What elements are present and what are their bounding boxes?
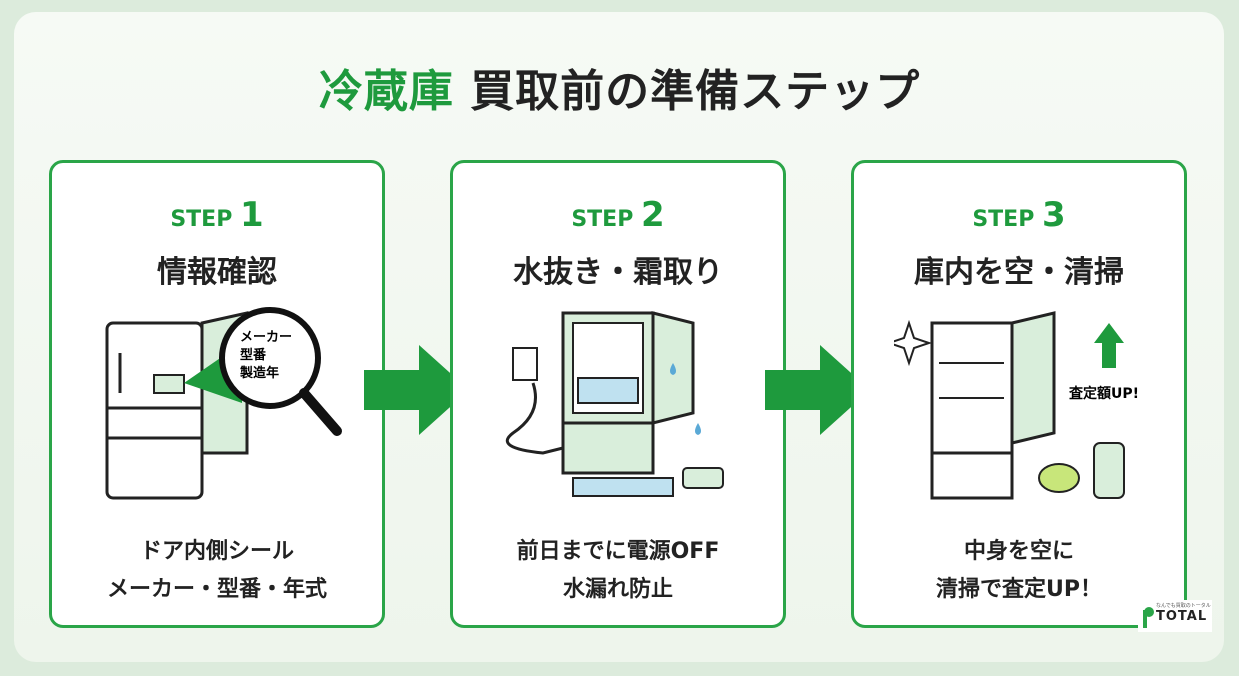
arrow-right-icon <box>765 345 870 435</box>
step-name: 水抜き・霜取り <box>513 255 723 290</box>
step-label: STEP 1 <box>170 195 264 235</box>
arrow-right-icon <box>364 345 469 435</box>
model-label: 型番 <box>240 347 267 363</box>
step-label: STEP 2 <box>571 195 665 235</box>
step-card-3: STEP 3 庫内を空・清掃 査定額UP! 中身を空に清掃で査定UP！ <box>851 160 1187 628</box>
step-name: 庫内を空・清掃 <box>914 255 1124 290</box>
logo-mark-icon <box>1143 607 1154 628</box>
step-label: STEP 3 <box>972 195 1066 235</box>
year-label: 製造年 <box>239 365 279 381</box>
step-description: ドア内側シールメーカー・型番・年式 <box>106 539 327 602</box>
step-description: 中身を空に清掃で査定UP！ <box>936 539 1102 602</box>
step-card-1: STEP 1 情報確認 メーカー 型番 製造年 ドア内側シールメーカー・型番・年… <box>49 160 385 628</box>
page-title: 冷蔵庫 買取前の準備ステップ <box>318 66 921 117</box>
total-logo: なんでも買取のトータル TOTAL <box>1138 600 1212 632</box>
fridge-clean-illustration: 査定額UP! <box>894 311 1139 500</box>
appraisal-up-badge: 査定額UP! <box>1069 385 1139 402</box>
step-name: 情報確認 <box>157 255 277 290</box>
fridge-magnifier-illustration: メーカー 型番 製造年 <box>105 307 342 500</box>
maker-label: メーカー <box>240 330 292 345</box>
fridge-defrost-illustration <box>505 311 724 497</box>
